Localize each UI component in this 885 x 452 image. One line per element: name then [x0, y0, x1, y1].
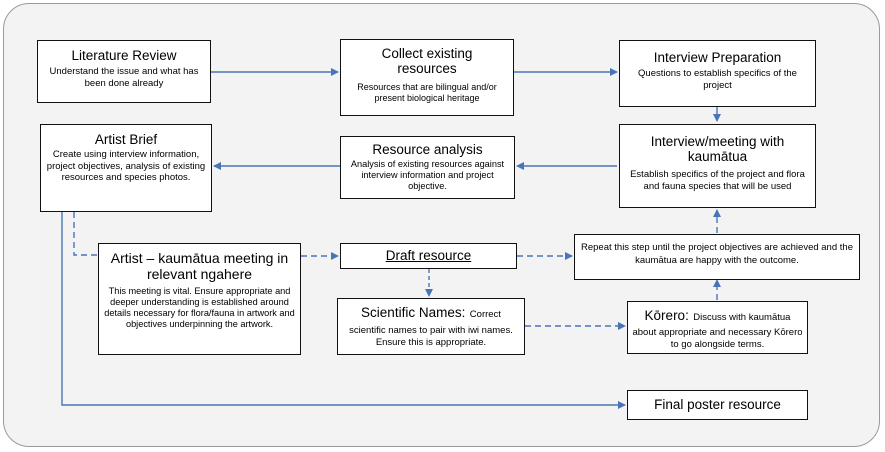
node-desc: This meeting is vital. Ensure appropriat…: [104, 286, 295, 330]
node-resource-analysis: Resource analysis Analysis of existing r…: [340, 136, 515, 199]
edge-brief-to-final: [61, 212, 626, 409]
node-desc: scientific names to pair with iwi names.…: [349, 325, 513, 348]
node-title: Collect existing resources: [381, 46, 473, 77]
node-title-line: Kōrero: Discuss with kaumātua: [632, 306, 803, 325]
node-final-poster: Final poster resource: [627, 390, 808, 420]
node-title: Draft resource: [385, 248, 472, 263]
node-desc-inline: Discuss with kaumātua: [693, 312, 791, 323]
node-interview-meeting: Interview/meeting with kaumātua Establis…: [619, 124, 816, 208]
node-interview-prep: Interview Preparation Questions to estab…: [619, 40, 816, 107]
node-desc-inline: Correct: [469, 309, 501, 320]
node-desc: Repeat this step until the project objec…: [581, 242, 853, 266]
node-title: Interview/meeting with kaumātua: [650, 134, 785, 165]
node-title: Final poster resource: [654, 397, 781, 412]
node-title: Kōrero:: [644, 308, 689, 323]
node-desc: Create using interview information, proj…: [46, 149, 206, 183]
node-desc: Analysis of existing resources against i…: [350, 159, 505, 192]
node-desc: Establish specifics of the project and f…: [630, 169, 805, 192]
node-scientific-names: Scientific Names: Correct scientific nam…: [337, 298, 525, 355]
node-collect-resources: Collect existing resources Resources tha…: [340, 39, 514, 116]
node-title: Artist Brief: [94, 132, 158, 147]
node-literature-review: Literature Review Understand the issue a…: [37, 40, 211, 103]
node-title: Interview Preparation: [653, 50, 782, 65]
node-desc: Resources that are bilingual and/or pres…: [357, 82, 497, 104]
node-draft-resource: Draft resource: [340, 243, 517, 269]
node-repeat-step: Repeat this step until the project objec…: [574, 234, 860, 280]
node-artist-meeting: Artist – kaumātua meeting in relevant ng…: [98, 243, 301, 355]
node-desc: Understand the issue and what has been d…: [49, 66, 199, 89]
node-title-line: Scientific Names: Correct: [341, 303, 521, 322]
node-title: Scientific Names:: [361, 305, 466, 320]
node-title: Literature Review: [71, 48, 177, 63]
node-korero: Kōrero: Discuss with kaumātua about appr…: [627, 301, 808, 354]
node-desc: about appropriate and necessary Kōrero t…: [632, 327, 803, 350]
node-artist-brief: Artist Brief Create using interview info…: [40, 124, 212, 212]
edge-brief-to-artist-meeting: [73, 212, 98, 256]
node-desc: Questions to establish specifics of the …: [638, 68, 797, 91]
node-title: Resource analysis: [372, 142, 483, 157]
node-title: Artist – kaumātua meeting in relevant ng…: [110, 250, 289, 282]
